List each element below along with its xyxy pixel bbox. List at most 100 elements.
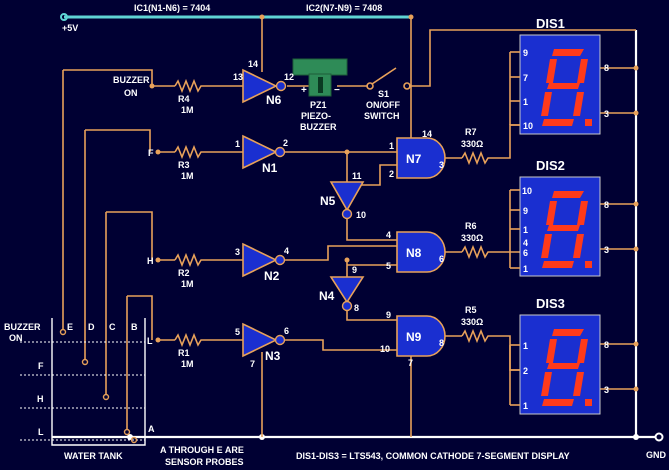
svg-text:R1: R1 — [178, 348, 190, 358]
svg-text:7: 7 — [523, 73, 528, 83]
not-gate-n2: 3 4 N2 — [235, 242, 289, 283]
svg-text:F: F — [38, 361, 44, 371]
and-gate-n9: N9 9 10 8 7 — [380, 310, 446, 368]
svg-text:D: D — [88, 322, 95, 332]
and-gate-n7: N7 1 2 3 14 — [389, 129, 446, 179]
svg-text:1M: 1M — [181, 105, 194, 115]
on-off-switch: S1 ON/OFF SWITCH — [364, 67, 411, 121]
svg-text:8: 8 — [439, 338, 444, 348]
svg-text:WATER TANK: WATER TANK — [64, 451, 123, 461]
svg-text:1M: 1M — [181, 171, 194, 181]
svg-text:2: 2 — [389, 169, 394, 179]
svg-text:2: 2 — [283, 138, 288, 148]
svg-text:N8: N8 — [406, 246, 422, 260]
svg-text:DIS3: DIS3 — [536, 296, 565, 311]
wiring — [62, 17, 636, 437]
junction-dots — [149, 14, 639, 392]
svg-text:4: 4 — [386, 230, 391, 240]
svg-text:H: H — [147, 256, 154, 266]
svg-text:10: 10 — [356, 210, 366, 220]
probe-note-line2: SENSOR PROBES — [165, 457, 244, 467]
resistor-r3: R3 1M — [174, 144, 203, 181]
svg-text:S1: S1 — [378, 89, 389, 99]
svg-text:14: 14 — [422, 129, 432, 139]
svg-text:10: 10 — [380, 344, 390, 354]
svg-text:PZ1: PZ1 — [310, 100, 327, 110]
resistor-r6: R6 330Ω — [461, 221, 490, 260]
vcc-label: +5V — [62, 23, 78, 33]
svg-text:R5: R5 — [465, 305, 477, 315]
svg-text:4: 4 — [284, 246, 289, 256]
resistor-r4: R4 1M — [174, 78, 203, 115]
svg-text:E: E — [67, 322, 73, 332]
svg-text:R6: R6 — [465, 221, 477, 231]
resistor-r7: R7 330Ω — [461, 127, 490, 166]
svg-text:9: 9 — [523, 48, 528, 58]
svg-text:9: 9 — [352, 265, 357, 275]
svg-text:4: 4 — [523, 238, 528, 248]
svg-text:6: 6 — [284, 326, 289, 336]
svg-text:BUZZER: BUZZER — [300, 122, 337, 132]
gnd-label: GND — [646, 450, 667, 460]
and-gate-n8: N8 4 5 6 — [386, 230, 446, 273]
svg-text:11: 11 — [352, 171, 362, 181]
svg-text:7: 7 — [408, 358, 413, 368]
svg-text:R4: R4 — [178, 94, 190, 104]
svg-text:10: 10 — [523, 121, 533, 131]
svg-text:13: 13 — [233, 72, 243, 82]
svg-text:N5: N5 — [320, 194, 336, 208]
svg-text:A: A — [148, 424, 155, 434]
svg-text:L: L — [147, 336, 153, 346]
svg-text:C: C — [109, 322, 116, 332]
svg-text:1: 1 — [523, 401, 528, 411]
water-tank: E D C B A BUZZER ON F H L WATER TANK — [4, 318, 155, 461]
svg-text:R2: R2 — [178, 268, 190, 278]
ic1-label: IC1(N1-N6) = 7404 — [134, 3, 210, 13]
svg-text:3: 3 — [604, 385, 609, 395]
svg-text:8: 8 — [604, 63, 609, 73]
svg-text:DIS2: DIS2 — [536, 158, 565, 173]
svg-text:9: 9 — [523, 206, 528, 216]
svg-text:R7: R7 — [465, 127, 477, 137]
not-gate-n3: 5 6 7 N3 — [235, 322, 289, 369]
resistor-r5: R5 330Ω — [461, 305, 490, 344]
vcc-rail — [60, 13, 411, 21]
svg-text:H: H — [37, 394, 44, 404]
svg-text:8: 8 — [604, 200, 609, 210]
svg-text:N6: N6 — [266, 93, 282, 107]
svg-text:330Ω: 330Ω — [461, 317, 483, 327]
svg-text:14: 14 — [248, 59, 258, 69]
svg-text:−: − — [334, 85, 340, 96]
not-gate-n4: 9 8 N4 — [319, 265, 365, 313]
display-dis2: DIS2 10 9 1 4 6 1 8 3 — [509, 158, 609, 277]
svg-text:6: 6 — [439, 254, 444, 264]
svg-text:DIS1: DIS1 — [536, 16, 565, 31]
svg-text:SWITCH: SWITCH — [364, 111, 400, 121]
svg-text:R3: R3 — [178, 160, 190, 170]
svg-text:1: 1 — [235, 139, 240, 149]
svg-text:330Ω: 330Ω — [461, 139, 483, 149]
svg-text:1: 1 — [523, 97, 528, 107]
svg-text:+: + — [301, 85, 307, 96]
svg-text:B: B — [131, 322, 138, 332]
display-dis3: DIS3 1 2 1 8 3 — [509, 296, 609, 415]
svg-text:F: F — [148, 148, 154, 158]
svg-text:7: 7 — [250, 359, 255, 369]
svg-text:5: 5 — [386, 261, 391, 271]
svg-text:3: 3 — [604, 245, 609, 255]
input-labels: BUZZER ON F H L — [113, 75, 154, 346]
display-dis1: DIS1 9 7 1 10 8 3 — [509, 16, 609, 135]
svg-text:BUZZER: BUZZER — [113, 75, 150, 85]
svg-text:3: 3 — [439, 160, 444, 170]
svg-text:N3: N3 — [265, 349, 281, 363]
svg-text:ON: ON — [124, 88, 138, 98]
not-gate-n1: 1 2 N1 — [235, 134, 288, 175]
svg-text:N4: N4 — [319, 289, 335, 303]
display-note: DIS1-DIS3 = LTS543, COMMON CATHODE 7-SEG… — [296, 451, 570, 461]
piezo-buzzer: + − PZ1 PIEZO- BUZZER — [292, 58, 348, 132]
not-gate-n6: 13 12 14 N6 — [233, 59, 294, 107]
svg-text:5: 5 — [235, 327, 240, 337]
svg-text:9: 9 — [386, 310, 391, 320]
svg-text:N7: N7 — [406, 152, 422, 166]
